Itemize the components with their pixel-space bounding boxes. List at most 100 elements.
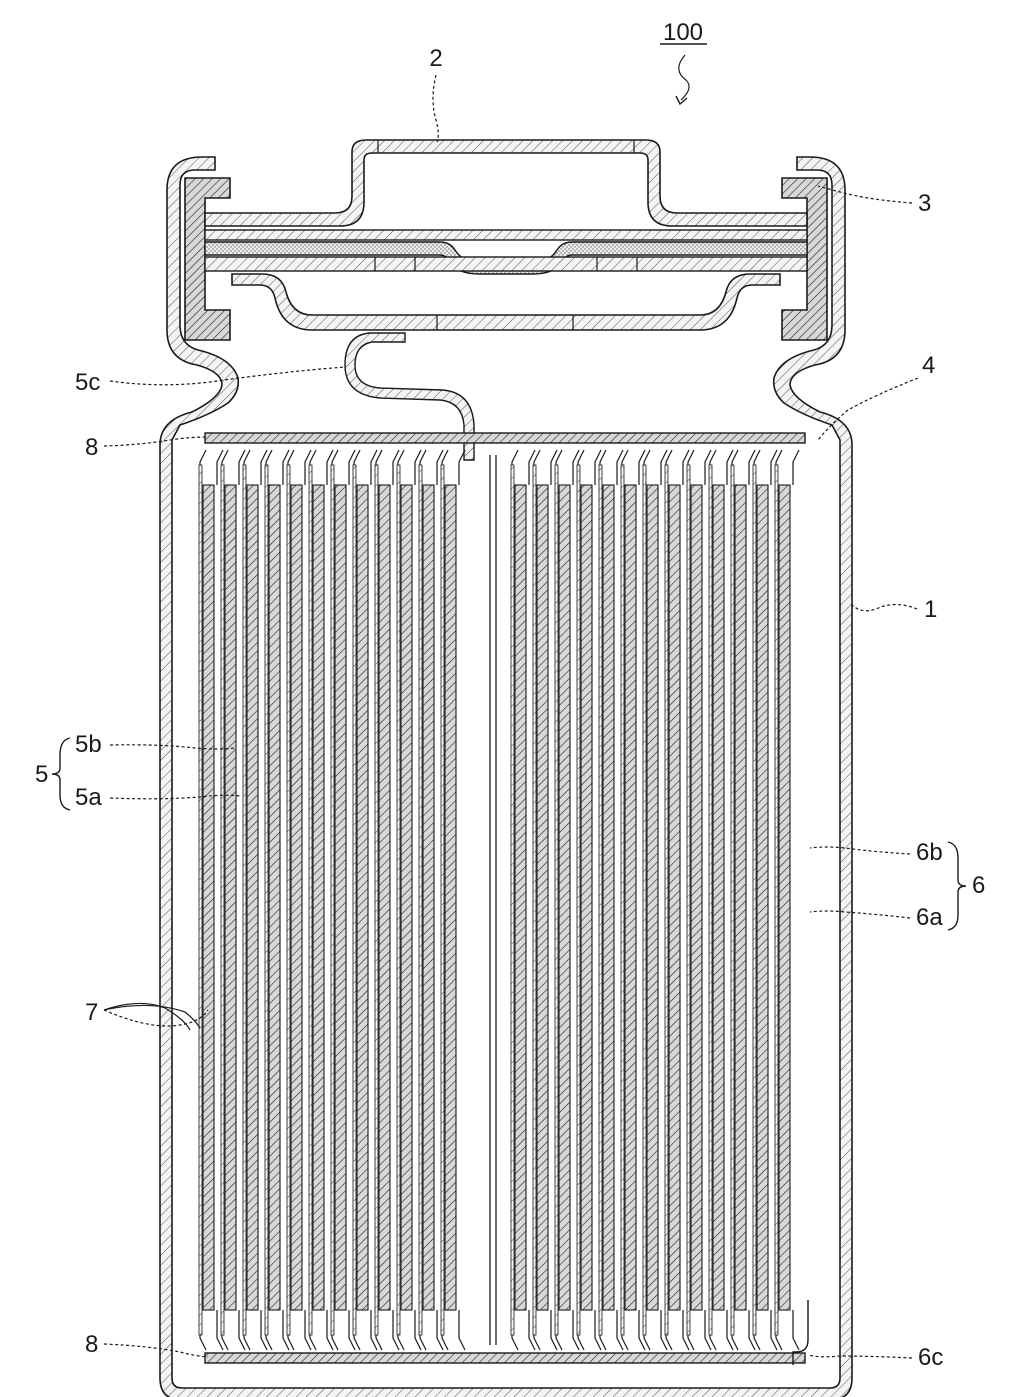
collector-foil-1-10: [731, 465, 734, 1335]
figure-number-group: 100: [660, 19, 707, 104]
electrode-plate-1-5: [625, 485, 636, 1310]
separator-top-0-9: [398, 450, 421, 485]
electrode-plate-0-3: [269, 485, 280, 1310]
electrode-stack: [199, 450, 799, 1350]
separator-top-1-1: [534, 450, 557, 485]
separator-bottom-1-3: [578, 1310, 601, 1350]
separator-bottom-1-12: [776, 1310, 799, 1350]
label-sub-5a: 5a: [75, 784, 102, 811]
leader-cap: [433, 75, 438, 142]
collector-foil-0-1: [221, 465, 224, 1335]
electrode-plate-0-8: [379, 485, 390, 1310]
collector-foil-1-11: [753, 465, 756, 1335]
electrode-plate-1-8: [691, 485, 702, 1310]
leader-tab-6c: [808, 1355, 912, 1358]
electrode-plate-1-9: [713, 485, 724, 1310]
leader-insulator-bottom: [104, 1344, 208, 1357]
separator-bottom-0-0: [200, 1310, 223, 1350]
separator-top-0-5: [310, 450, 333, 485]
separator-top-0-4: [288, 450, 311, 485]
collector-foil-1-3: [577, 465, 580, 1335]
leader-sub-6b: [810, 847, 910, 854]
electrode-plate-0-1: [225, 485, 236, 1310]
separator-bottom-1-2: [556, 1310, 579, 1350]
leader-insulator-top: [104, 437, 208, 446]
separator-bottom-1-0: [512, 1310, 535, 1350]
electrode-plate-0-0: [203, 485, 214, 1310]
collector-foil-0-6: [331, 465, 334, 1335]
electrode-plate-1-11: [757, 485, 768, 1310]
collector-foil-0-3: [265, 465, 268, 1335]
electrode-plate-1-6: [647, 485, 658, 1310]
leader-sub-6a: [810, 911, 910, 918]
collector-foil-0-10: [419, 465, 422, 1335]
separator-bottom-0-1: [222, 1310, 245, 1350]
collector-foil-1-5: [621, 465, 624, 1335]
cap-plate-1: [205, 230, 807, 240]
separator-bottom-0-7: [354, 1310, 377, 1350]
collector-foil-1-1: [533, 465, 536, 1335]
brace-group-6: [948, 842, 966, 930]
separator-top-1-8: [688, 450, 711, 485]
separator-bottom-1-9: [710, 1310, 733, 1350]
separator-bottom-0-6: [332, 1310, 355, 1350]
collector-foil-1-4: [599, 465, 602, 1335]
separator-bottom-1-6: [644, 1310, 667, 1350]
separator-bottom-1-5: [622, 1310, 645, 1350]
electrode-plate-0-7: [357, 485, 368, 1310]
separator-top-1-6: [644, 450, 667, 485]
collector-foil-0-8: [375, 465, 378, 1335]
collector-foil-0-0: [199, 465, 202, 1335]
collector-foil-1-9: [709, 465, 712, 1335]
leader-case: [852, 605, 917, 611]
collector-foil-0-11: [441, 465, 444, 1335]
electrode-plate-1-4: [603, 485, 614, 1310]
electrode-plate-0-6: [335, 485, 346, 1310]
leader-case-inner: [818, 378, 918, 440]
cap-plate-3: [205, 257, 807, 271]
electrode-plate-1-2: [559, 485, 570, 1310]
separator-top-1-9: [710, 450, 733, 485]
electrode-plate-0-11: [445, 485, 456, 1310]
label-separator: 7: [85, 999, 98, 1026]
cap-top: [205, 140, 807, 226]
insulator-top: [205, 433, 805, 443]
separator-top-0-6: [332, 450, 355, 485]
label-insulator-top: 8: [85, 434, 98, 461]
electrode-plate-0-5: [313, 485, 324, 1310]
separator-top-1-0: [512, 450, 535, 485]
electrode-plate-0-10: [423, 485, 434, 1310]
label-sub-6b: 6b: [916, 839, 943, 866]
separator-bottom-1-8: [688, 1310, 711, 1350]
separator-top-1-11: [754, 450, 777, 485]
separator-top-1-7: [666, 450, 689, 485]
collector-foil-1-7: [665, 465, 668, 1335]
label-tab-5c: 5c: [75, 369, 100, 396]
separator-bottom-0-9: [398, 1310, 421, 1350]
collector-foil-0-4: [287, 465, 290, 1335]
brace-group-5: [52, 738, 70, 810]
separator-top-0-10: [420, 450, 443, 485]
separator-bottom-0-8: [376, 1310, 399, 1350]
separator-bottom-0-11: [442, 1310, 465, 1350]
separator-top-1-3: [578, 450, 601, 485]
separator-bottom-0-4: [288, 1310, 311, 1350]
label-sub-5b: 5b: [75, 731, 102, 758]
separator-top-0-1: [222, 450, 245, 485]
electrode-plate-1-0: [515, 485, 526, 1310]
label-gasket: 3: [918, 190, 931, 217]
leader-sub-5a: [110, 795, 240, 799]
electrode-plate-1-1: [537, 485, 548, 1310]
separator-bottom-0-2: [244, 1310, 267, 1350]
label-group-5: 5: [35, 761, 48, 788]
label-insulator-bottom: 8: [85, 1331, 98, 1358]
outer-case: [160, 157, 852, 1397]
collector-foil-1-0: [511, 465, 514, 1335]
label-sub-6a: 6a: [916, 904, 943, 931]
collector-foil-0-5: [309, 465, 312, 1335]
electrode-plate-1-7: [669, 485, 680, 1310]
separator-bottom-0-10: [420, 1310, 443, 1350]
separator-bottom-1-1: [534, 1310, 557, 1350]
separator-top-1-5: [622, 450, 645, 485]
